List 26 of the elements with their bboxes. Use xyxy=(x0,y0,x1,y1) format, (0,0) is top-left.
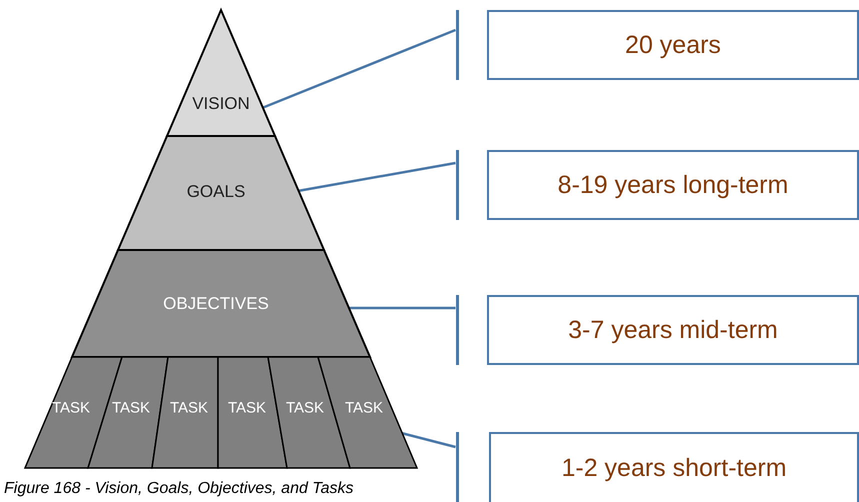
layer-label: OBJECTIVES xyxy=(163,294,269,314)
layer-label: TASK xyxy=(228,400,266,416)
layer-label: GOALS xyxy=(186,182,246,202)
time-frame-text: 3-7 years mid-term xyxy=(568,316,778,344)
figure-caption: Figure 168 - Vision, Goals, Objectives, and Tasks xyxy=(4,480,354,498)
time-frame-text: 8-19 years long-term xyxy=(558,170,788,200)
leader-line xyxy=(297,162,456,192)
time-frame-text: 1-2 years short-term xyxy=(561,454,787,482)
bracket-bar xyxy=(456,295,458,365)
layer-label: TASK xyxy=(286,400,324,416)
layer-label: TASK xyxy=(344,400,384,416)
layer-label: VISION xyxy=(192,94,250,114)
layer-label: TASK xyxy=(52,400,90,416)
bracket-bar xyxy=(456,10,458,80)
layer-label: TASK xyxy=(170,400,208,416)
time-frame-box xyxy=(487,10,859,80)
bracket-bar xyxy=(456,432,458,502)
leader-line xyxy=(348,306,456,310)
bracket-bar xyxy=(456,150,458,220)
time-frame-text: 20 years xyxy=(625,30,721,60)
time-frame-box xyxy=(489,432,859,502)
leader-line xyxy=(262,28,456,110)
layer-label: TASK xyxy=(112,400,150,416)
leader-line xyxy=(400,432,456,448)
time-frame-box xyxy=(487,295,859,365)
time-frame-box xyxy=(487,150,859,220)
